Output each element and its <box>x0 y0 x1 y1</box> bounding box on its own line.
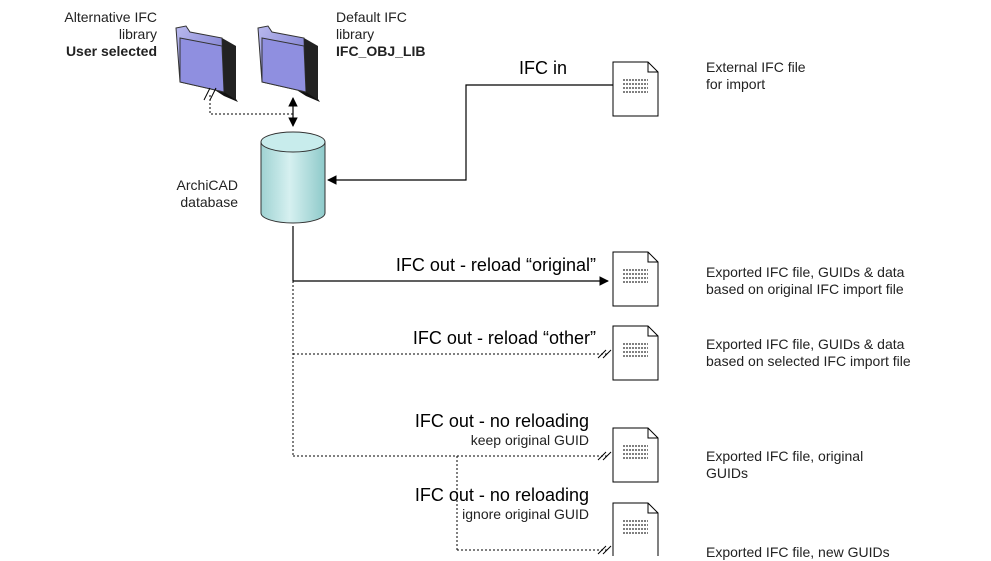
default-library-label: Default IFC library IFC_OBJ_LIB <box>336 9 425 60</box>
export-original-description-line1: Exported IFC file, GUIDs & data <box>706 264 905 280</box>
export-ignore-guid-file-icon <box>612 502 659 556</box>
export-ignore-guid-sub: ignore original GUID <box>462 506 589 522</box>
database-label: ArchiCAD database <box>177 177 238 211</box>
export-ignore-guid-description-line1: Exported IFC file, new GUIDs <box>706 544 890 560</box>
import-description-line1: External IFC file <box>706 59 806 75</box>
export-keep-guid-sub: keep original GUID <box>470 432 589 448</box>
export-keep-guid-description-line2: GUIDs <box>706 465 748 481</box>
export-original-description: Exported IFC file, GUIDs & data based on… <box>706 264 904 298</box>
alternative-library-word: library <box>118 26 157 42</box>
database-label-line1: ArchiCAD <box>176 177 238 193</box>
export-other-label: IFC out - reload “other” <box>412 328 596 348</box>
export-original-description-line2: based on original IFC import file <box>706 281 904 297</box>
export-ignore-guid-title: IFC out - no reloading <box>414 485 589 505</box>
ifc-in-arrow <box>327 84 613 185</box>
export-other-description-line1: Exported IFC file, GUIDs & data <box>706 336 905 352</box>
export-ignore-guid-description: Exported IFC file, new GUIDs <box>706 544 890 561</box>
alternative-library-selection: User selected <box>65 43 157 59</box>
export-other-arrow <box>293 349 612 359</box>
export-other-description: Exported IFC file, GUIDs & data based on… <box>706 336 911 370</box>
export-keep-guid-description: Exported IFC file, original GUIDs <box>706 448 863 482</box>
database-label-line2: database <box>180 194 238 210</box>
default-library-name: IFC_OBJ_LIB <box>336 43 426 59</box>
export-other-file-icon <box>612 325 659 381</box>
export-original-label: IFC out - reload “original” <box>395 255 596 275</box>
ifc-in-label: IFC in <box>519 58 568 78</box>
export-keep-guid-label: IFC out - no reloading keep original GUI… <box>415 411 589 449</box>
export-keep-guid-file-icon <box>612 427 659 483</box>
export-keep-guid-arrow <box>293 451 612 461</box>
alternative-library-label: Alternative IFC library User selected <box>64 9 157 60</box>
database-cylinder-icon <box>260 131 326 224</box>
default-library-title: Default IFC <box>336 9 407 25</box>
alternative-library-link <box>203 87 293 115</box>
export-ignore-guid-arrow <box>456 456 612 555</box>
export-ignore-guid-label: IFC out - no reloading ignore original G… <box>415 485 589 523</box>
alternative-library-title: Alternative IFC <box>64 9 157 25</box>
import-description: External IFC file for import <box>706 59 806 93</box>
export-original-file-icon <box>612 251 659 307</box>
default-library-folder-icon <box>257 25 320 102</box>
default-library-word: library <box>336 26 375 42</box>
export-other-description-line2: based on selected IFC import file <box>706 353 911 369</box>
export-keep-guid-description-line1: Exported IFC file, original <box>706 448 864 464</box>
export-keep-guid-title: IFC out - no reloading <box>414 411 589 431</box>
import-description-line2: for import <box>706 76 766 92</box>
import-file-icon <box>612 61 659 117</box>
alternative-library-folder-icon <box>175 25 238 102</box>
